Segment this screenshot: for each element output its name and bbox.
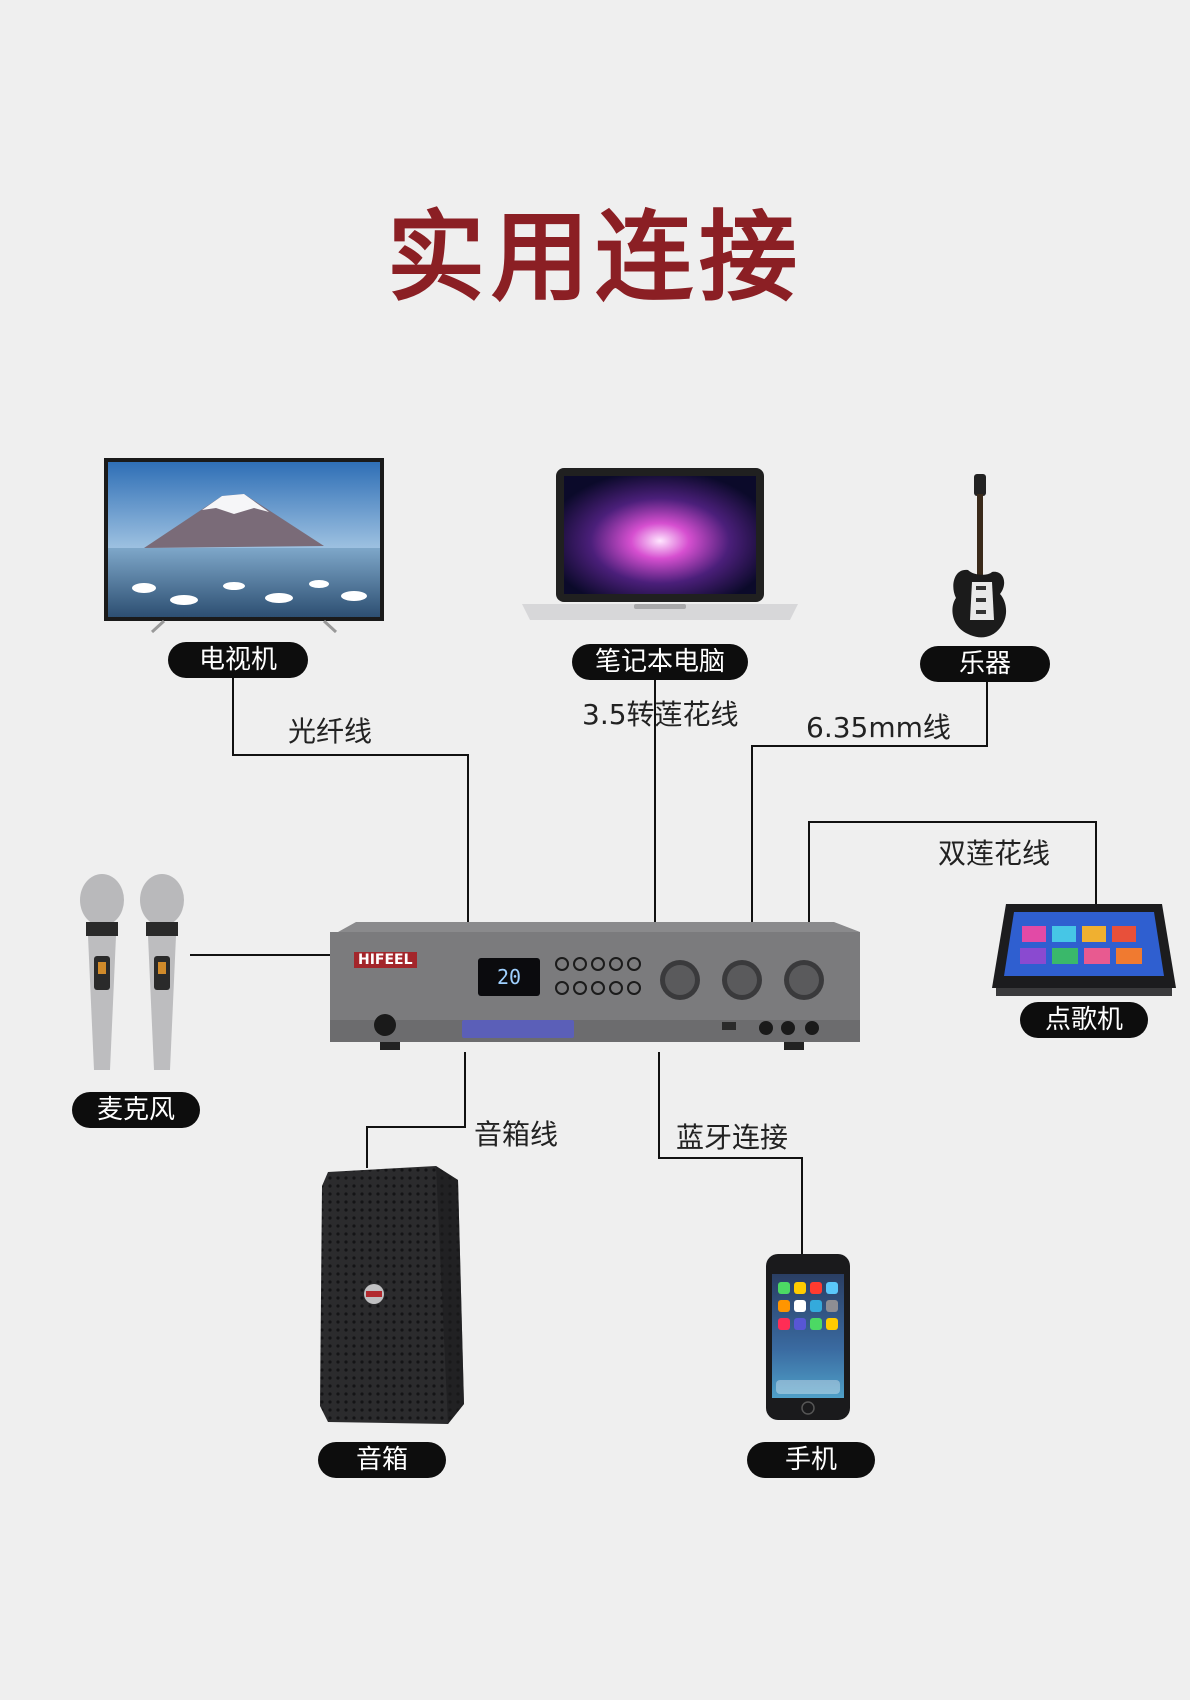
microphone-icon bbox=[80, 874, 184, 1070]
amplifier: HIFEEL 20 bbox=[330, 922, 860, 1050]
guitar-icon bbox=[952, 474, 1007, 638]
rca-line bbox=[808, 821, 1097, 922]
laptop-icon bbox=[522, 468, 798, 620]
karaoke-label: 点歌机 bbox=[1020, 1002, 1148, 1038]
speaker-cable-label: 音箱线 bbox=[474, 1118, 559, 1151]
tv-icon bbox=[104, 458, 384, 633]
mic-label: 麦克风 bbox=[72, 1092, 200, 1128]
instrument-label: 乐器 bbox=[920, 646, 1050, 682]
karaoke-machine-icon bbox=[992, 904, 1176, 996]
optical-cable-label: 光纤线 bbox=[288, 715, 373, 748]
bluetooth-line bbox=[658, 1052, 803, 1255]
optical-line bbox=[232, 676, 469, 922]
phone-icon bbox=[766, 1254, 850, 1420]
bluetooth-label: 蓝牙连接 bbox=[676, 1121, 789, 1154]
amplifier-display: 20 bbox=[496, 965, 522, 989]
page-title: 实用连接 bbox=[386, 201, 803, 315]
speaker-line bbox=[366, 1052, 466, 1168]
speaker-label: 音箱 bbox=[318, 1442, 446, 1478]
amplifier-brand: HIFEEL bbox=[354, 952, 417, 968]
instrument-line bbox=[751, 676, 988, 922]
amplifier-body bbox=[330, 922, 860, 1050]
instrument-cable-label: 6.35mm线 bbox=[806, 711, 951, 744]
tv-label: 电视机 bbox=[168, 642, 308, 678]
phone-label: 手机 bbox=[747, 1442, 875, 1478]
laptop-cable-label: 3.5转莲花线 bbox=[582, 698, 739, 731]
speaker-icon bbox=[320, 1166, 464, 1424]
rca-cable-label: 双莲花线 bbox=[938, 837, 1051, 870]
laptop-label: 笔记本电脑 bbox=[572, 644, 748, 680]
